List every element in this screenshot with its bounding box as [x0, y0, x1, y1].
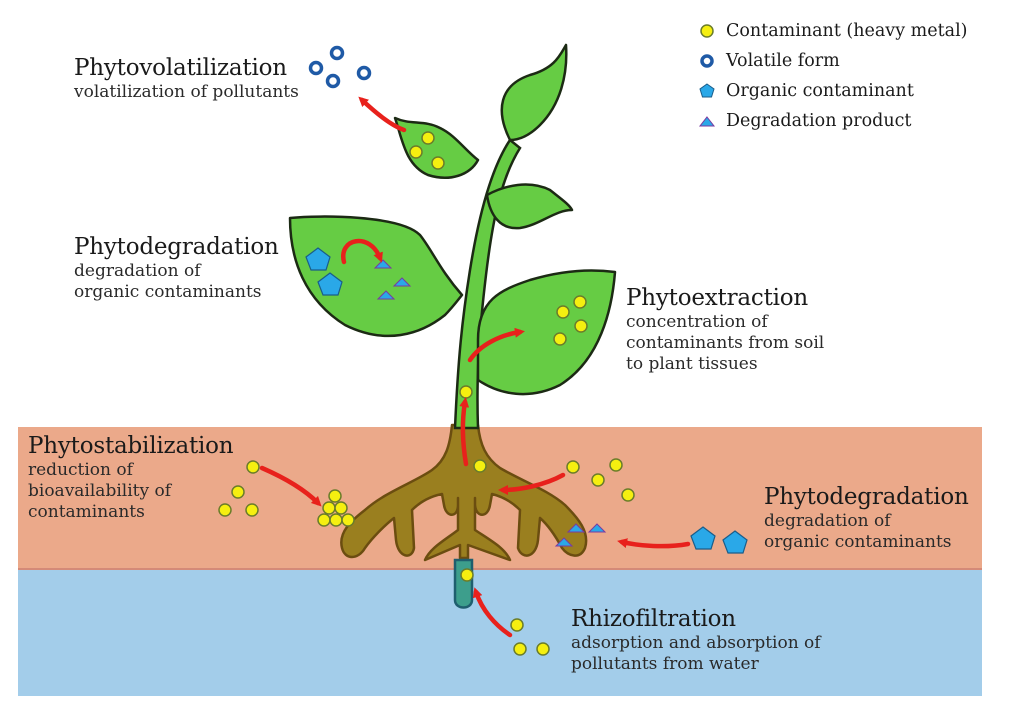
legend-item-degradation: Degradation product: [698, 106, 968, 136]
legend: Contaminant (heavy metal) Volatile form …: [698, 16, 968, 136]
degradation-products-root: [554, 523, 607, 547]
contaminants-stabilized-cluster: [317, 489, 355, 527]
organic-contaminants-soil: [690, 526, 748, 554]
blue-triangle-icon: [698, 116, 716, 127]
process-description: contaminants from soil: [626, 332, 825, 353]
label-phytodegradation-leaf: Phytodegradation degradation of organic …: [74, 233, 279, 303]
process-title: Phytodegradation: [764, 484, 969, 510]
process-description: reduction of: [28, 460, 133, 481]
soil-layer: [18, 427, 982, 569]
leaf-right-large: [476, 269, 617, 396]
contaminants-soil-right: [566, 458, 635, 502]
contaminants-top-leaf: [409, 131, 445, 170]
arrow-extraction-leaf: [467, 327, 525, 363]
label-rhizofiltration: Rhizofiltration adsorption and absorptio…: [571, 605, 821, 675]
organic-contaminants-leaf: [305, 247, 343, 296]
label-phytostabilization: Phytostabilization reduction of bioavail…: [28, 432, 234, 522]
arrow-extraction-stem: [459, 397, 470, 467]
leaf-top-right: [500, 43, 568, 142]
degradation-products-leaf: [373, 259, 412, 300]
legend-item-contaminant: Contaminant (heavy metal): [698, 16, 968, 46]
contaminants-stem: [459, 385, 487, 582]
yellow-circle-icon: [700, 24, 714, 38]
process-description: degradation of: [764, 511, 891, 532]
process-description: to plant tissues: [626, 353, 758, 374]
contaminants-soil-left: [218, 460, 260, 517]
process-description: organic contaminants: [74, 281, 262, 302]
process-title: Rhizofiltration: [571, 606, 736, 632]
legend-label: Volatile form: [726, 51, 840, 71]
process-description: degradation of: [74, 261, 201, 282]
process-title: Phytovolatilization: [74, 55, 287, 81]
leaf-top-left: [393, 116, 480, 179]
legend-label: Contaminant (heavy metal): [726, 21, 968, 41]
leaf-mid-right: [485, 183, 574, 230]
blue-ring-icon: [700, 54, 714, 68]
process-title: Phytoextraction: [626, 285, 809, 311]
arrow-leaf-degradation: [341, 239, 383, 265]
arrow-root-uptake: [498, 472, 566, 495]
process-description: volatilization of pollutants: [74, 82, 299, 103]
contaminants-water: [510, 618, 550, 656]
blue-pentagon-icon: [699, 83, 715, 98]
arrow-volatilization: [358, 96, 407, 133]
volatile-forms: [308, 45, 372, 89]
arrow-stabilization: [259, 465, 322, 507]
contaminants-right-leaf: [553, 295, 588, 346]
process-title: Phytostabilization: [28, 433, 234, 459]
legend-item-volatile: Volatile form: [698, 46, 968, 76]
leaf-left-large: [288, 215, 464, 338]
arrow-root-degradation: [617, 538, 691, 549]
process-arrows: [259, 96, 691, 638]
process-description: organic contaminants: [764, 531, 952, 552]
process-description: contaminants: [28, 501, 145, 522]
arrow-rhizofiltration: [472, 587, 513, 638]
label-phytodegradation-root: Phytodegradation degradation of organic …: [764, 483, 969, 553]
process-description: concentration of: [626, 312, 768, 333]
root-system: [340, 423, 588, 562]
legend-label: Organic contaminant: [726, 81, 914, 101]
process-description: bioavailability of: [28, 480, 171, 501]
process-title: Phytodegradation: [74, 234, 279, 260]
label-phytovolatilization: Phytovolatilization volatilization of po…: [74, 54, 299, 103]
water-layer: [18, 569, 982, 696]
process-description: adsorption and absorption of: [571, 633, 821, 654]
legend-item-organic: Organic contaminant: [698, 76, 968, 106]
label-phytoextraction: Phytoextraction concentration of contami…: [626, 284, 824, 374]
process-description: pollutants from water: [571, 653, 759, 674]
root-tips-water: [453, 558, 474, 609]
legend-label: Degradation product: [726, 111, 912, 131]
